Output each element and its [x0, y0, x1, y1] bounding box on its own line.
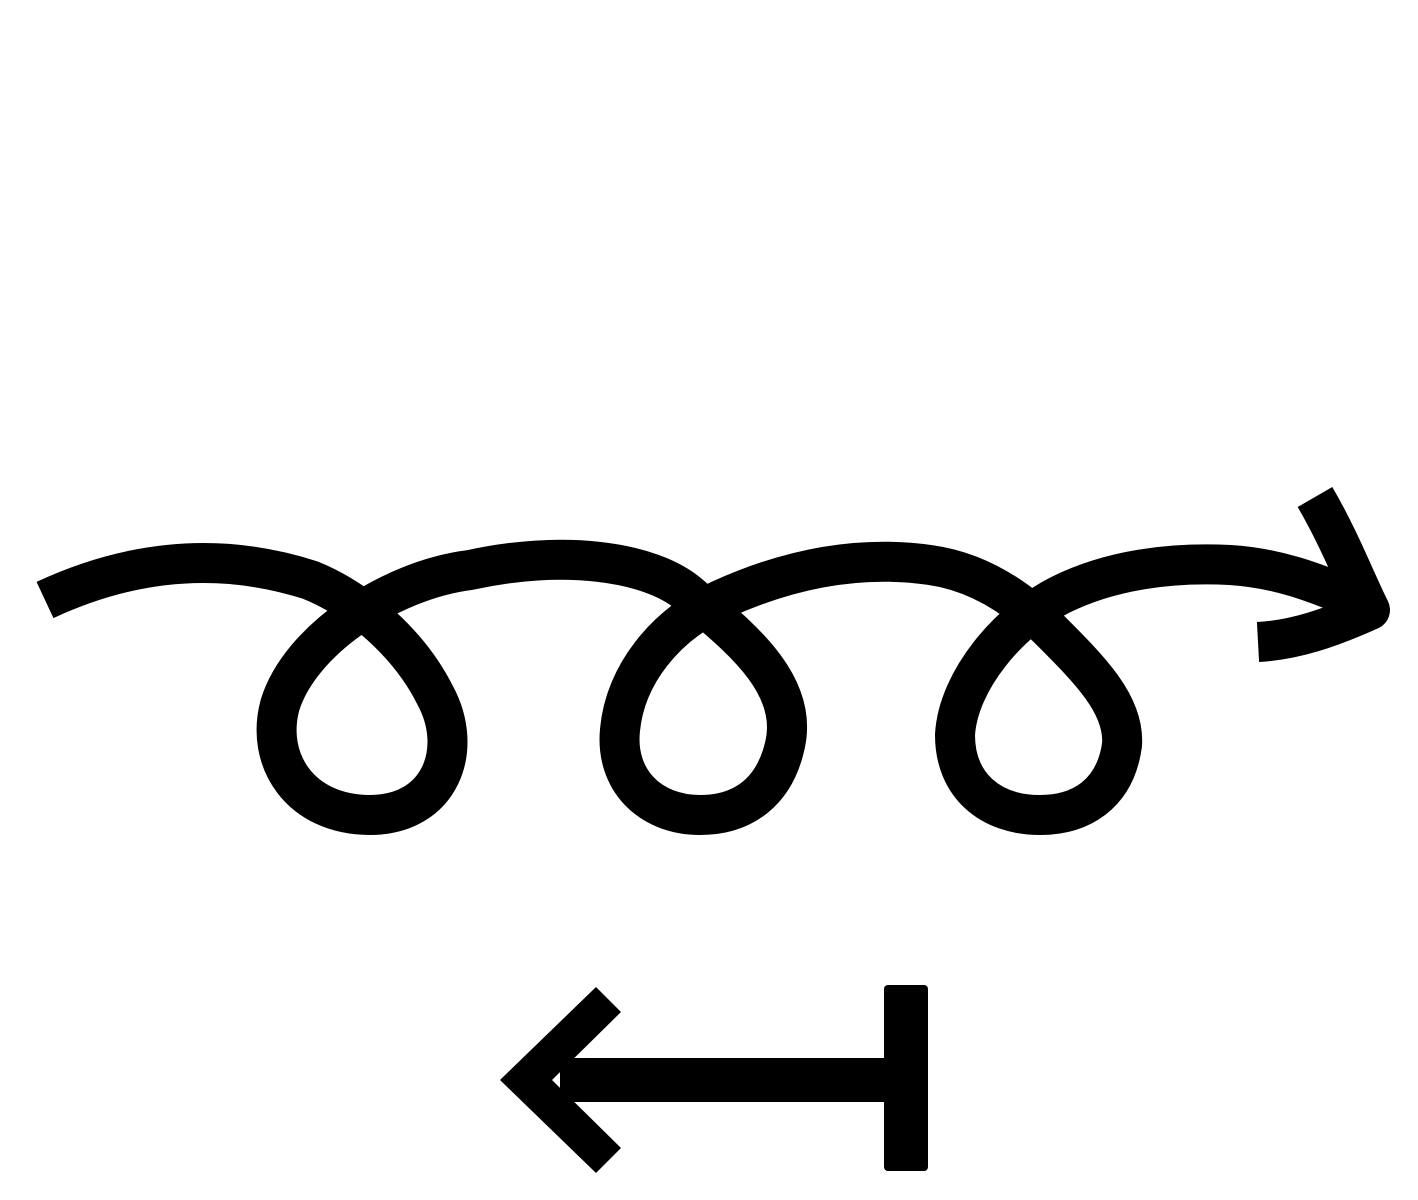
arrow-shaft: [560, 1058, 890, 1102]
arrow-bar: [884, 985, 928, 1171]
left-arrow-from-bar-icon: [500, 985, 928, 1173]
looping-arrow-head: [1256, 486, 1390, 662]
looping-arrow-path: [36, 539, 1353, 835]
looping-arrow-icon: [36, 486, 1390, 835]
arrow-head: [500, 987, 621, 1173]
